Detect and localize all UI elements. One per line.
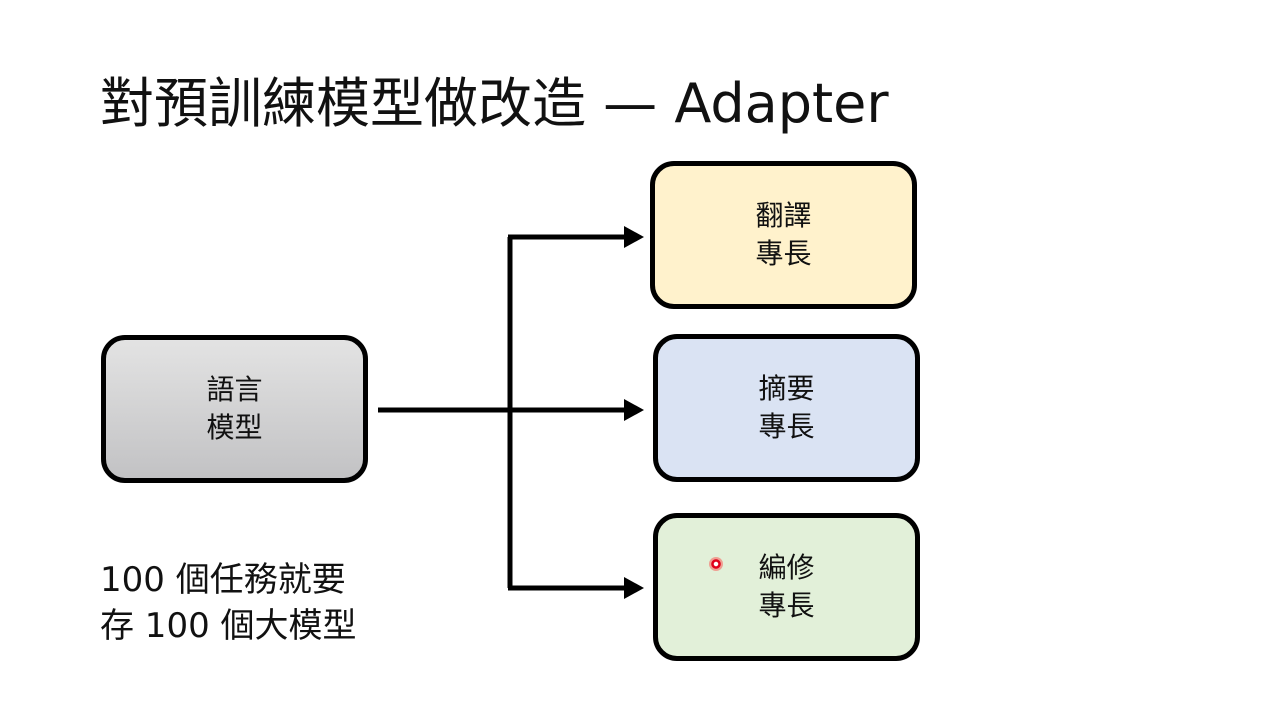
editing-label-line2: 專長	[758, 589, 815, 622]
branch-arrow-bottom-head	[624, 577, 644, 599]
slide-title: 對預訓練模型做改造 — Adapter	[100, 72, 889, 135]
laser-pointer-icon	[709, 557, 723, 571]
storage-note-line2: 存 100 個大模型	[100, 606, 357, 646]
summary-expert-box: 摘要 專長	[653, 334, 920, 482]
storage-note: 100 個任務就要 存 100 個大模型	[100, 557, 357, 649]
editing-expert-box: 編修 專長	[653, 513, 920, 661]
editing-label-line1: 編修	[758, 551, 815, 584]
language-model-box: 語言 模型	[101, 335, 368, 483]
translation-expert-box: 翻譯 專長	[650, 161, 917, 309]
translation-label-line1: 翻譯	[755, 199, 812, 232]
branch-arrow-top-head	[624, 226, 644, 248]
language-model-label-line2: 模型	[206, 411, 263, 444]
main-arrow-head	[624, 399, 644, 421]
summary-label-line2: 專長	[758, 410, 815, 443]
language-model-label-line1: 語言	[206, 373, 263, 406]
storage-note-line1: 100 個任務就要	[100, 560, 346, 600]
summary-label-line1: 摘要	[758, 372, 815, 405]
translation-label-line2: 專長	[755, 237, 812, 270]
